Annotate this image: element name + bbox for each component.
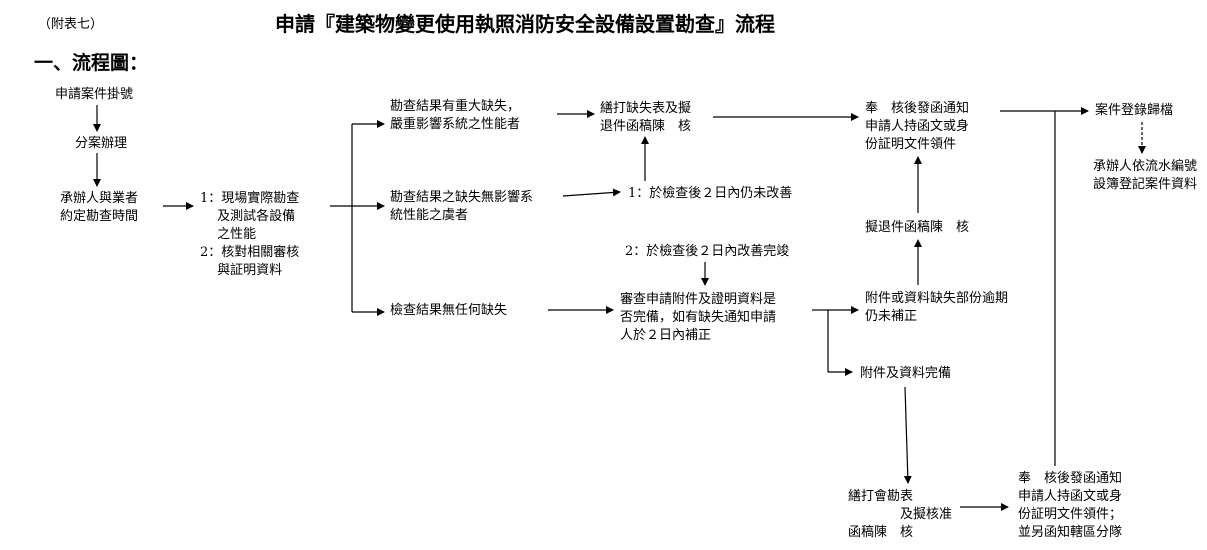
node-docs-complete: 附件及資料完備 (860, 366, 952, 381)
node-improved: 2：於檢查後２日內改善完竣 (625, 244, 790, 259)
node-defect-list: 繕打缺失表及擬 退件函稿陳 核 (600, 101, 692, 134)
node-archive-note: 承辦人依流水編號 設簿登記案件資料 (1093, 159, 1198, 192)
node-inspect-items: 1：現場實際勘查 及測試各設備 之性能 2：核對相關審核 與証明資料 (200, 191, 300, 278)
node-docs-overdue: 附件或資料缺失部份逾期 仍未補正 (865, 291, 1009, 324)
node-minor-defect: 勘查結果之缺失無影響系 統性能之虞者 (390, 190, 534, 223)
node-approve-notify-2: 奉 核後發函通知 申請人持函文或身 份証明文件領件； 並另函知轄區分隊 (1018, 471, 1123, 540)
node-register: 申請案件掛號 (55, 87, 134, 102)
node-no-defect: 檢查結果無任何缺失 (390, 303, 508, 318)
node-draft-certificate: 繕打會勘表 及擬核准 函稿陳 核 (848, 489, 953, 540)
annex-label: （附表七） (38, 17, 104, 32)
arrow-minor-notimproved (562, 188, 621, 197)
node-assign: 分案辦理 (75, 136, 128, 151)
node-approve-notify: 奉 核後發函通知 申請人持函文或身 份証明文件領件 (865, 101, 970, 152)
arrow-complete-certificate (903, 386, 912, 484)
section-heading: 一、流程圖： (34, 52, 149, 74)
node-draft-reject: 擬退件函稿陳 核 (865, 220, 970, 235)
node-review-docs: 審查申請附件及證明資料是 否完備，如有缺失通知申請 人於２日內補正 (620, 292, 777, 343)
node-major-defect: 勘查結果有重大缺失， 嚴重影響系統之性能者 (390, 99, 521, 132)
node-not-improved: 1：於檢查後２日內仍未改善 (628, 186, 793, 201)
node-archive: 案件登錄歸檔 (1095, 103, 1174, 118)
node-schedule: 承辦人與業者 約定勘查時間 (60, 191, 139, 224)
page-title: 申請『建築物變更使用執照消防安全設備設置勘查』流程 (275, 12, 775, 36)
